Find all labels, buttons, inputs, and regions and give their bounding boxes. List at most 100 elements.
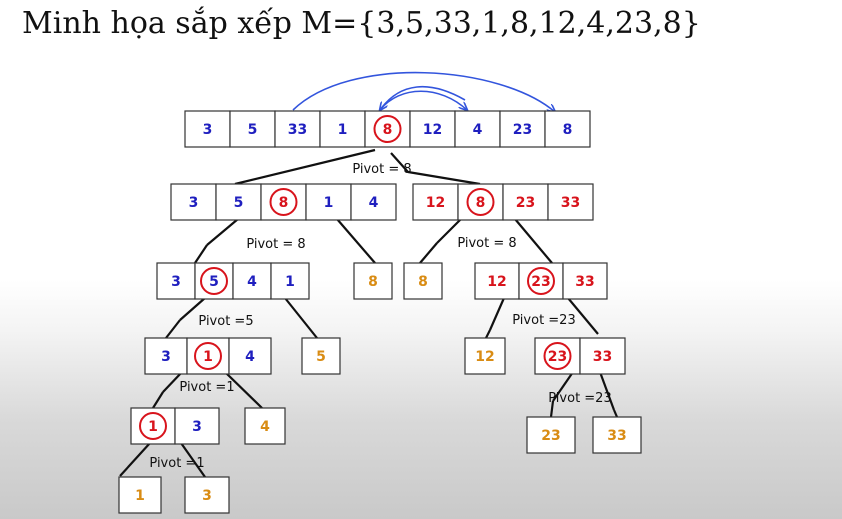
cell-value: 4 (247, 274, 257, 290)
array-R4b: 33 (592, 416, 642, 454)
branch-line-14 (567, 297, 599, 335)
branch-line-11 (284, 297, 318, 339)
cell-value: 23 (516, 195, 535, 211)
tree-branches (119, 148, 619, 478)
cell-value: 8 (418, 274, 428, 290)
array-cell (526, 416, 576, 454)
cell-value: 5 (234, 195, 244, 211)
array-cell (464, 337, 506, 375)
array-cell (118, 476, 162, 514)
cell-value: 12 (487, 274, 506, 290)
array-cell (232, 262, 272, 300)
page-title: Minh họa sắp xếp M={3,5,33,1,8,12,4,23,8… (22, 6, 701, 41)
pivot-label-L1: Pivot = 8 (246, 237, 305, 252)
branch-line-5 (336, 218, 376, 264)
array-cell (270, 262, 310, 300)
cell-value: 1 (338, 122, 348, 138)
cell-value: 1 (135, 488, 145, 504)
cell-value: 3 (192, 419, 202, 435)
cell-value: 1 (285, 274, 295, 290)
cell-value: 3 (203, 122, 213, 138)
branch-line-0 (234, 148, 376, 186)
cell-value: 1 (324, 195, 334, 211)
array-cell (144, 337, 188, 375)
array-cell (156, 262, 196, 300)
cell-value: 5 (316, 349, 326, 365)
array-cell (184, 476, 230, 514)
branch-line-10 (165, 319, 181, 339)
cell-value: 8 (563, 122, 573, 138)
pivot-circle (466, 188, 495, 216)
array-cell (579, 337, 626, 375)
cell-value: 4 (369, 195, 379, 211)
array-cell (301, 337, 341, 375)
cell-value: 23 (513, 122, 532, 138)
array-cell (229, 110, 276, 148)
cell-value: 1 (148, 419, 158, 435)
array-L3b: 5 (301, 337, 341, 375)
pivot-label-L4: Pivot =1 (149, 456, 204, 471)
branch-line-9 (179, 297, 206, 321)
branch-line-2 (407, 170, 481, 186)
cell-value: 8 (368, 274, 378, 290)
array-cell (274, 110, 321, 148)
array-cell (353, 262, 393, 300)
cell-value: 23 (541, 428, 560, 444)
swap-arrow-0 (292, 71, 555, 112)
array-cell (454, 110, 501, 148)
cell-value: 3 (161, 349, 171, 365)
branch-line-17 (224, 371, 263, 409)
branch-line-18 (552, 371, 574, 402)
pivot-label-L3: Pivot =1 (179, 380, 234, 395)
cell-value: 33 (593, 349, 612, 365)
cell-value: 12 (426, 195, 445, 211)
cell-value: 8 (476, 195, 486, 211)
pivot-circle (269, 188, 298, 216)
pivot-circle (527, 267, 555, 295)
branch-line-13 (485, 329, 491, 339)
pivot-label-R2: Pivot =23 (512, 313, 575, 328)
pivot-label-R1: Pivot = 8 (457, 236, 516, 251)
branch-line-7 (419, 242, 438, 264)
array-L2b: 8 (353, 262, 393, 300)
pivot-circle (543, 342, 572, 370)
array-L5b: 3 (184, 476, 230, 514)
pivot-labels: Pivot = 8 Pivot = 8 Pivot = 8 Pivot =5 Pivot… (149, 162, 611, 471)
array-cell (544, 110, 591, 148)
pivot-circle (139, 412, 167, 440)
cell-value: 33 (575, 274, 594, 290)
cell-value: 4 (245, 349, 255, 365)
cell-value: 33 (607, 428, 626, 444)
array-cell (350, 183, 397, 221)
cell-value: 8 (383, 122, 393, 138)
array-cell (562, 262, 608, 300)
branch-line-20 (598, 371, 616, 411)
array-L5a: 1 (118, 476, 162, 514)
branch-line-16 (152, 391, 164, 409)
branch-line-12 (488, 297, 506, 331)
array-cell (409, 110, 456, 148)
array-cell (474, 262, 520, 300)
array-cell (244, 407, 286, 445)
pivot-label-root: Pivot = 8 (352, 162, 411, 177)
array-cell (215, 183, 262, 221)
cell-value: 3 (171, 274, 181, 290)
cell-value: 5 (248, 122, 258, 138)
array-R4a: 23 (526, 416, 576, 454)
array-cell (305, 183, 352, 221)
cell-value: 12 (475, 349, 494, 365)
pivot-label-L2: Pivot =5 (198, 314, 253, 329)
branch-line-3 (206, 218, 239, 246)
array-cell (499, 110, 546, 148)
pivot-circle (373, 115, 402, 143)
